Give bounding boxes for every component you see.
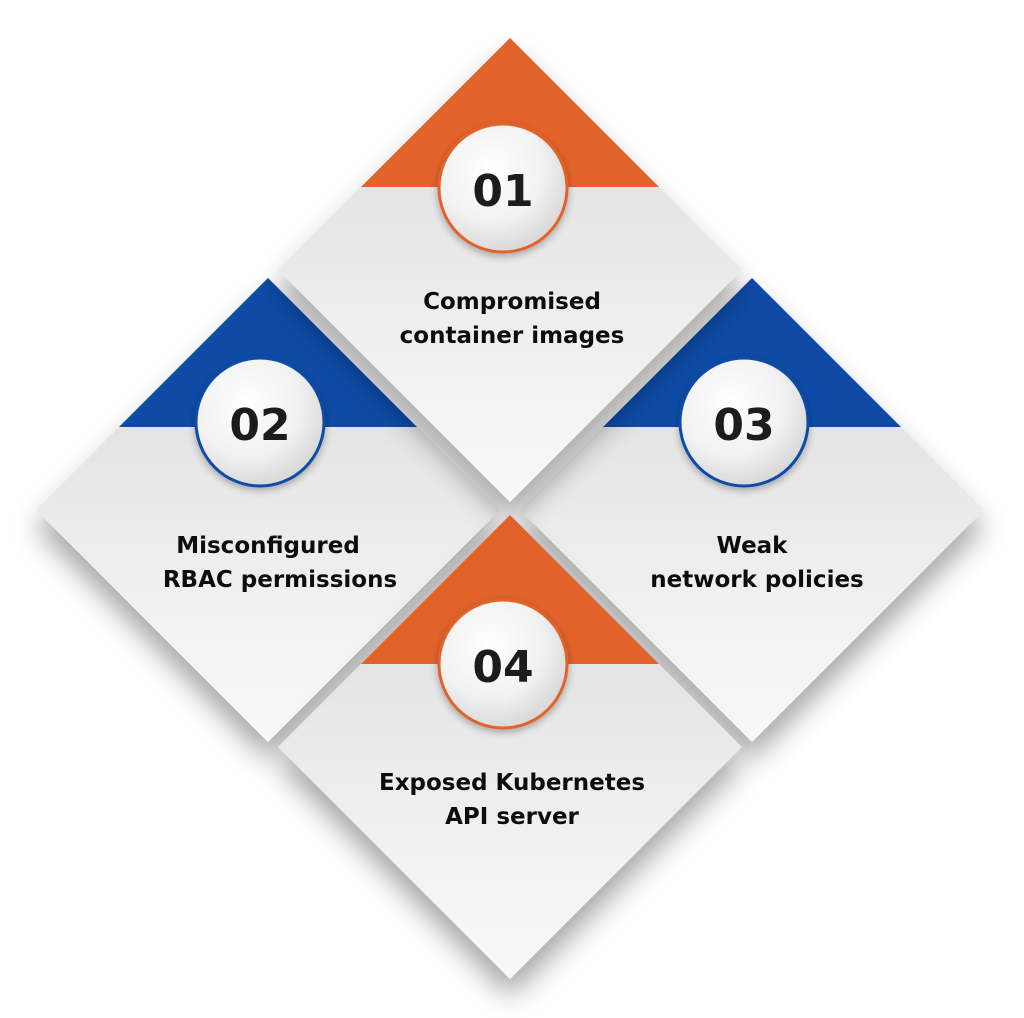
card-02-number: 02 [229,400,290,451]
card-02: 02 Misconfigured RBAC permissions [36,278,500,742]
card-01: 01 Compromised container images [278,38,742,502]
card-01-label-line-2: container images [400,323,625,349]
card-02-circle [194,356,326,488]
card-04: 04 Exposed Kubernetes API server [278,515,742,979]
card-03-label-line-2: network policies [650,567,864,593]
card-03-accent [603,278,901,427]
card-04-label-line-2: API server [445,804,579,830]
card-01-circle [437,122,569,254]
card-04-number: 04 [472,642,533,693]
card-03: 03 Weak network policies [520,278,984,742]
card-04-circle [437,598,569,730]
card-02-label-line-2: RBAC permissions [163,567,397,593]
card-03-circle [678,356,810,488]
card-01-accent [361,38,659,187]
card-03-label-line-1: Weak [717,533,789,559]
card-01-label-line-1: Compromised [423,289,601,315]
card-03-number: 03 [713,400,774,451]
card-02-accent [119,278,417,427]
card-04-accent [361,515,659,664]
card-02-label-line-1: Misconfigured [176,533,360,559]
card-04-label-line-1: Exposed Kubernetes [379,770,645,796]
card-01-number: 01 [472,166,533,217]
